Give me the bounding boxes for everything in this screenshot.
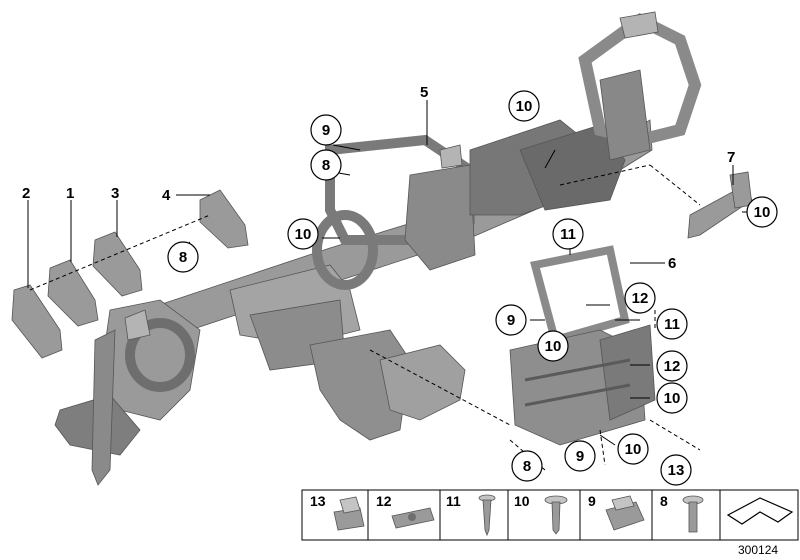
small-bracket-part-7 xyxy=(687,171,753,239)
bracket-parts-1-4 xyxy=(11,189,249,359)
svg-text:11: 11 xyxy=(446,493,461,509)
svg-text:8: 8 xyxy=(523,458,531,475)
svg-text:10: 10 xyxy=(295,226,312,243)
callout-5: 5 xyxy=(420,84,428,101)
callout-circle-11: 11 xyxy=(656,308,688,340)
svg-text:10: 10 xyxy=(754,204,771,221)
legend-item-9: 9 xyxy=(588,493,645,531)
callout-circle-8: 8 xyxy=(167,241,199,273)
svg-text:10: 10 xyxy=(516,98,533,115)
svg-text:13: 13 xyxy=(310,493,326,509)
callout-circle-11: 11 xyxy=(552,218,584,250)
svg-text:9: 9 xyxy=(588,493,596,509)
svg-text:10: 10 xyxy=(625,441,642,458)
clip-nut-icon xyxy=(333,496,365,531)
plate-clip-icon xyxy=(605,495,645,531)
callout-circle-13: 13 xyxy=(660,454,692,486)
svg-text:12: 12 xyxy=(376,493,392,509)
module-carrier-frame xyxy=(509,245,656,446)
callout-circle-10: 10 xyxy=(508,90,540,122)
svg-text:8: 8 xyxy=(322,157,330,174)
flange-screw-icon xyxy=(544,495,568,535)
callout-circle-12: 12 xyxy=(656,350,688,382)
callout-circle-10: 10 xyxy=(287,218,319,250)
svg-text:9: 9 xyxy=(576,448,584,465)
svg-text:10: 10 xyxy=(664,390,681,407)
svg-text:11: 11 xyxy=(664,316,680,333)
document-id: 300124 xyxy=(738,543,778,557)
legend-strip: 13 12 11 10 xyxy=(301,489,799,541)
callout-4: 4 xyxy=(162,187,171,204)
callout-circle-8: 8 xyxy=(511,450,543,482)
instrument-panel-carrier xyxy=(54,11,702,486)
callout-circle-9: 9 xyxy=(310,114,342,146)
callout-circle-9: 9 xyxy=(564,440,596,472)
legend-item-13: 13 xyxy=(310,493,365,531)
legend-item-10: 10 xyxy=(514,493,568,535)
legend-item-11: 11 xyxy=(446,493,496,537)
svg-text:11: 11 xyxy=(560,226,576,243)
svg-text:10: 10 xyxy=(545,338,562,355)
legend-item-8: 8 xyxy=(660,493,704,533)
hex-bolt-icon xyxy=(682,495,704,533)
document-symbol-icon xyxy=(726,497,794,525)
callout-circle-10: 10 xyxy=(537,330,569,362)
callout-2: 2 xyxy=(22,185,30,202)
callout-6: 6 xyxy=(668,255,676,272)
svg-text:8: 8 xyxy=(179,249,187,266)
spring-nut-icon xyxy=(391,507,435,529)
svg-text:12: 12 xyxy=(664,358,681,375)
self-tapping-screw-icon xyxy=(478,494,496,537)
legend-item-12: 12 xyxy=(376,493,435,529)
callout-7: 7 xyxy=(727,149,735,166)
callout-1: 1 xyxy=(66,185,74,202)
svg-text:9: 9 xyxy=(322,122,330,139)
svg-text:13: 13 xyxy=(668,462,685,479)
callout-circle-8: 8 xyxy=(310,149,342,181)
svg-text:9: 9 xyxy=(507,312,515,329)
callout-3: 3 xyxy=(111,185,119,202)
svg-text:12: 12 xyxy=(632,290,649,307)
callout-circle-9: 9 xyxy=(495,304,527,336)
callout-circle-10: 10 xyxy=(656,382,688,414)
svg-text:8: 8 xyxy=(660,493,668,509)
svg-text:10: 10 xyxy=(514,493,530,509)
callout-circle-12: 12 xyxy=(624,282,656,314)
callout-circle-10: 10 xyxy=(746,196,778,228)
callout-circle-10: 10 xyxy=(617,433,649,465)
callouts: 2 1 3 4 5 7 6 8 9 8 10 10 10 xyxy=(22,84,778,486)
